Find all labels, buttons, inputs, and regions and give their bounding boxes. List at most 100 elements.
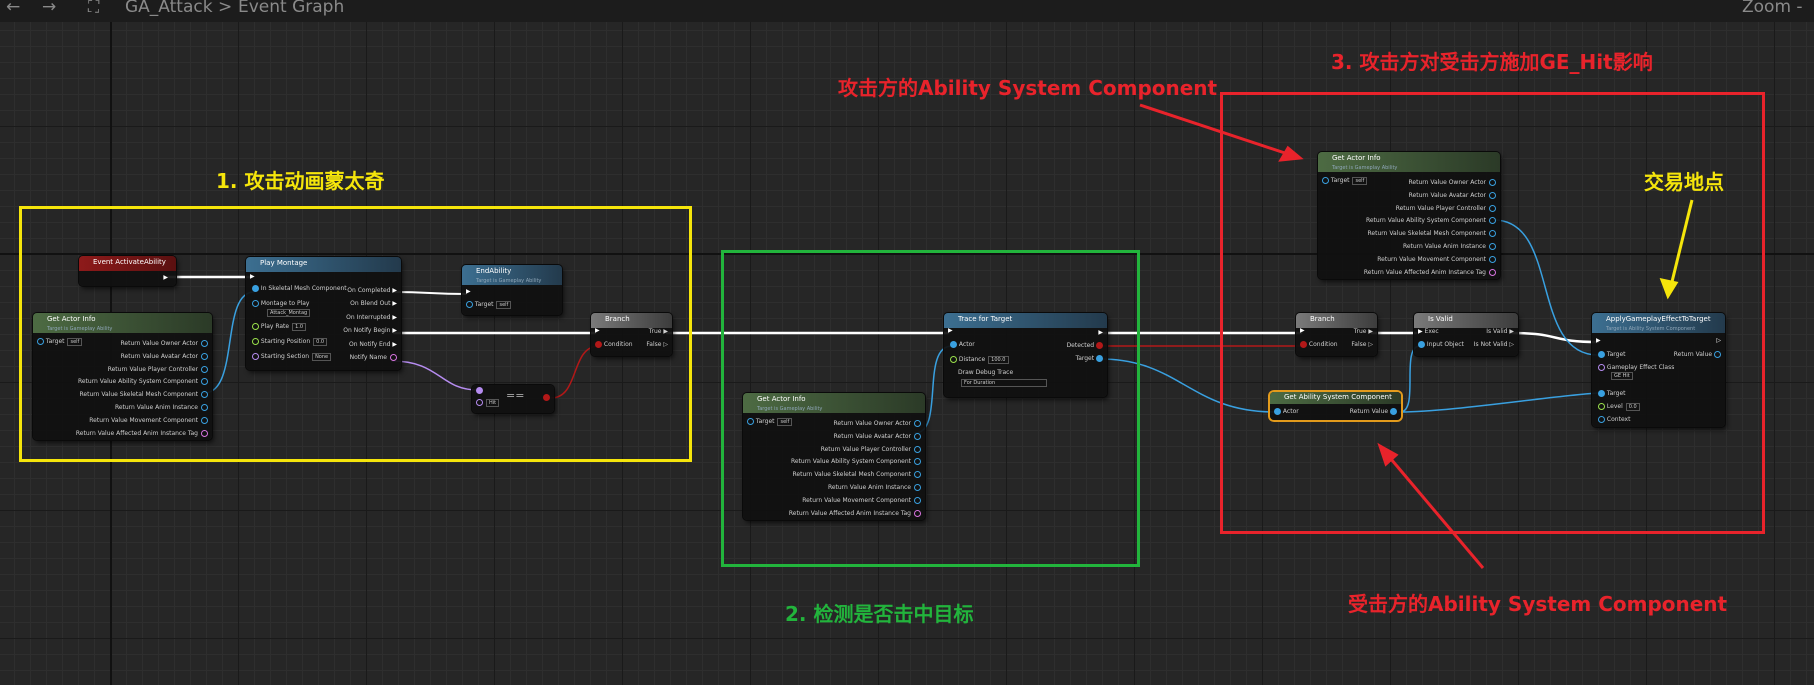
output-pin[interactable]: Notify Name xyxy=(350,354,397,361)
output-pin[interactable]: Return Value Avatar Actor xyxy=(121,352,208,360)
output-pin[interactable]: Return Value Player Controller xyxy=(821,445,921,453)
exec-pin-icon: ▶ xyxy=(390,340,397,348)
target2-pin[interactable]: Target xyxy=(1598,390,1625,397)
is-valid-pin[interactable]: Is Valid ▶ xyxy=(1486,328,1514,335)
event-activate-node[interactable]: Event ActivateAbility ▶ xyxy=(79,256,176,286)
name-a-pin[interactable] xyxy=(476,387,483,394)
output-pin[interactable]: Return Value Affected Anim Instance Tag xyxy=(76,429,208,437)
montage-comment-frame xyxy=(19,206,692,462)
montage-dropdown[interactable]: Attack_Montag xyxy=(264,309,311,317)
pin-label: Return Value Avatar Actor xyxy=(833,432,911,440)
in-mesh-pin[interactable]: In Skeletal Mesh Component xyxy=(252,285,347,292)
output-pin[interactable]: Return Value Movement Component xyxy=(89,416,208,424)
target-out-pin[interactable]: Target xyxy=(1076,355,1103,362)
exec-out-pin[interactable]: ▶ xyxy=(163,274,168,281)
ge-class-dropdown[interactable]: GE Hit xyxy=(1608,372,1633,380)
exec-out-pin[interactable]: ▶ xyxy=(1098,329,1103,336)
output-pin[interactable]: Return Value Affected Anim Instance Tag xyxy=(1363,268,1496,276)
output-pin[interactable]: Return Value Movement Component xyxy=(802,496,921,504)
detected-pin[interactable]: Detected xyxy=(1067,342,1103,349)
output-pin[interactable]: Return Value Player Controller xyxy=(108,365,208,373)
breadcrumb-graph[interactable]: Event Graph xyxy=(238,0,345,17)
output-pin[interactable]: Return Value Player Controller xyxy=(1396,204,1496,212)
back-arrow-icon[interactable]: ← xyxy=(6,0,21,17)
output-pin[interactable]: Return Value Ability System Component xyxy=(791,458,921,466)
output-pin[interactable]: On Notify Begin ▶ xyxy=(343,327,397,334)
breadcrumb-asset[interactable]: GA_Attack xyxy=(125,0,213,17)
output-pin[interactable]: Return Value Owner Actor xyxy=(834,420,921,427)
is-not-valid-pin[interactable]: Is Not Valid ▷ xyxy=(1473,341,1514,348)
forward-arrow-icon[interactable]: → xyxy=(42,0,57,17)
false-pin[interactable]: False ▷ xyxy=(1351,341,1373,348)
exec-in-pin[interactable]: ▶ xyxy=(1300,327,1305,334)
true-pin[interactable]: True ▶ xyxy=(1353,328,1373,335)
output-pin[interactable]: Return Value Skeletal Mesh Component xyxy=(80,391,208,399)
output-pin[interactable]: Return Value Anim Instance xyxy=(828,484,921,491)
return-value-pin[interactable]: Return Value xyxy=(1674,351,1721,358)
output-pin[interactable]: Return Value Ability System Component xyxy=(1366,217,1496,225)
branch-node[interactable]: Branch ▶ Condition True ▶ False ▷ xyxy=(591,313,672,356)
condition-pin[interactable]: Condition xyxy=(1300,341,1338,348)
output-pin[interactable]: On Blend Out ▶ xyxy=(350,300,397,307)
output-pin[interactable]: Return Value Anim Instance xyxy=(115,404,208,411)
output-pin[interactable]: Return Value Owner Actor xyxy=(121,340,208,347)
input-object-pin[interactable]: Input Object xyxy=(1418,341,1464,348)
false-pin[interactable]: False ▷ xyxy=(646,341,668,348)
actor-pin[interactable]: Actor xyxy=(1274,408,1299,415)
debug-dropdown[interactable]: For Duration xyxy=(958,379,1047,387)
return-value-pin[interactable]: Return Value xyxy=(1350,408,1397,415)
get-asc-node[interactable]: Get Ability System Component Actor Retur… xyxy=(1270,392,1401,420)
data-pin-icon xyxy=(1489,255,1496,263)
output-pin[interactable]: On Notify End ▶ xyxy=(349,341,397,348)
context-pin[interactable]: Context xyxy=(1598,416,1630,423)
montage-pin[interactable]: Montage to Play xyxy=(252,300,309,307)
exec-in-pin[interactable]: ▶ xyxy=(948,327,953,334)
output-pin[interactable]: Return Value Owner Actor xyxy=(1409,179,1496,186)
exec-out-pin[interactable]: ▷ xyxy=(1716,337,1721,344)
output-pin[interactable]: Return Value Avatar Actor xyxy=(833,432,921,440)
output-pin[interactable]: Return Value Skeletal Mesh Component xyxy=(793,471,921,479)
exec-in-pin[interactable]: ▶ xyxy=(250,273,255,280)
output-pin[interactable]: Return Value Avatar Actor xyxy=(1409,191,1496,199)
name-b-pin[interactable]: Hit xyxy=(476,399,500,407)
output-pin[interactable]: On Interrupted ▶ xyxy=(346,314,397,321)
exec-in-pin[interactable]: ▶ Exec xyxy=(1418,328,1439,335)
is-valid-node[interactable]: Is Valid ▶ Exec Input Object Is Valid ▶ … xyxy=(1414,313,1518,356)
output-pin[interactable]: Return Value Movement Component xyxy=(1377,255,1496,263)
bool-out-pin[interactable] xyxy=(543,394,550,401)
ge-class-pin[interactable]: Gameplay Effect Class xyxy=(1598,364,1674,371)
actor-pin[interactable]: Actor xyxy=(950,341,975,348)
output-pin[interactable]: Return Value Skeletal Mesh Component xyxy=(1368,230,1496,238)
output-pin[interactable]: Return Value Anim Instance xyxy=(1403,243,1496,250)
true-pin[interactable]: True ▶ xyxy=(648,328,668,335)
data-pin-icon xyxy=(1489,191,1496,199)
output-pin[interactable]: Return Value Ability System Component xyxy=(78,378,208,386)
equal-node[interactable]: Hit == xyxy=(472,385,554,413)
play-montage-node[interactable]: Play Montage ▶ In Skeletal Mesh Componen… xyxy=(246,257,401,370)
exec-in-pin[interactable]: ▶ xyxy=(595,327,600,334)
exec-in-pin[interactable]: ▶ xyxy=(1596,337,1601,344)
output-pin[interactable]: On Completed ▶ xyxy=(347,287,397,294)
target-pin[interactable]: Target xyxy=(1598,351,1625,358)
pin-label: Return Value Affected Anim Instance Tag xyxy=(1363,268,1486,276)
exec-in-pin[interactable]: ▶ xyxy=(466,288,471,295)
branch-node[interactable]: Branch ▶ Condition True ▶ False ▷ xyxy=(1296,313,1377,356)
condition-pin[interactable]: Condition xyxy=(595,341,633,348)
pin-label: On Interrupted xyxy=(346,313,391,321)
output-pin[interactable]: Return Value Affected Anim Instance Tag xyxy=(789,509,921,517)
